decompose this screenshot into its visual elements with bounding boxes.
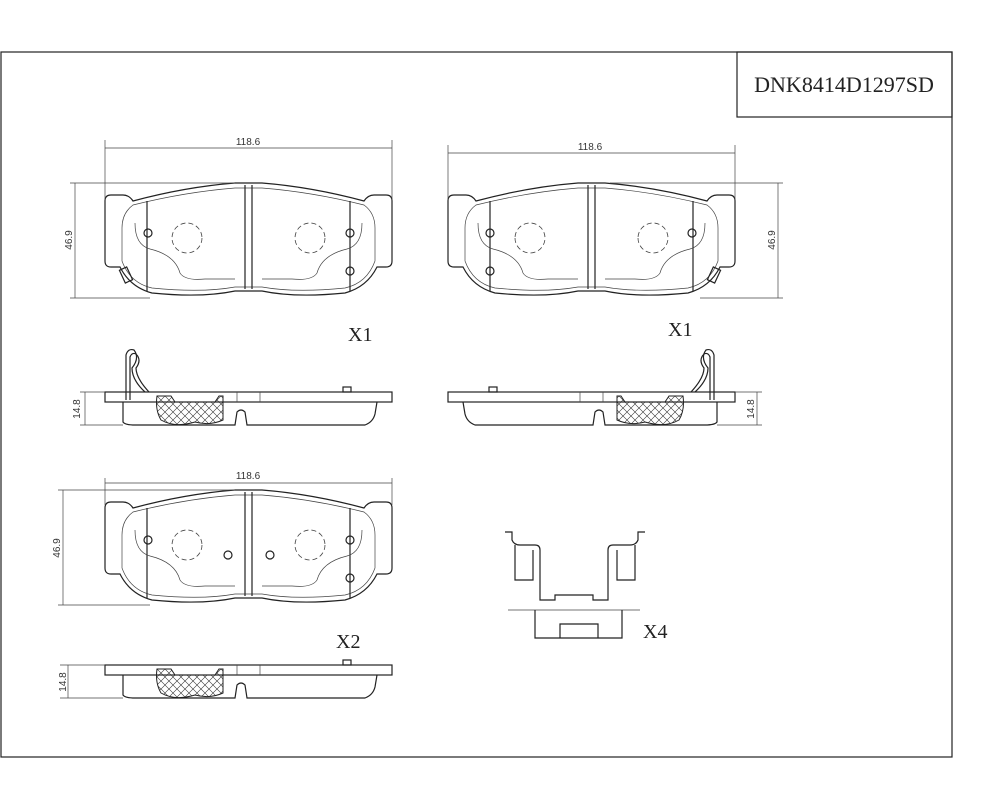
part-number: DNK8414D1297SD — [754, 72, 934, 97]
pad1-quantity: X1 — [348, 324, 372, 346]
pad1-side-view: 14.8 — [72, 348, 393, 426]
drawing-frame — [0, 51, 953, 758]
pad1-thickness-dim: 14.8 — [72, 399, 83, 419]
pad1-height-dim: 46.9 — [64, 230, 75, 250]
pad3-thickness-dim: 14.8 — [58, 672, 69, 692]
pad2-thickness-dim: 14.8 — [746, 399, 757, 419]
title-block — [736, 51, 953, 118]
pad2-width-dim: 118.6 — [578, 142, 603, 153]
pad3-side-view: 14.8 — [58, 659, 393, 699]
pad3-top-view: 118.6 46.9 X2 — [52, 471, 393, 653]
pad1-top-view: 118.6 46.9 X1 — [64, 137, 393, 346]
clip-quantity: X4 — [643, 621, 667, 643]
pad2-top-view: 118.6 46.9 X1 — [447, 142, 783, 341]
abutment-clip: X4 — [505, 531, 667, 643]
pad2-height-dim: 46.9 — [767, 230, 778, 250]
pad3-height-dim: 46.9 — [52, 538, 63, 558]
pad3-quantity: X2 — [336, 631, 360, 653]
pad1-width-dim: 118.6 — [236, 137, 261, 148]
pad2-quantity: X1 — [668, 319, 692, 341]
pad2-side-view: 14.8 — [447, 348, 762, 426]
pad3-width-dim: 118.6 — [236, 471, 261, 482]
